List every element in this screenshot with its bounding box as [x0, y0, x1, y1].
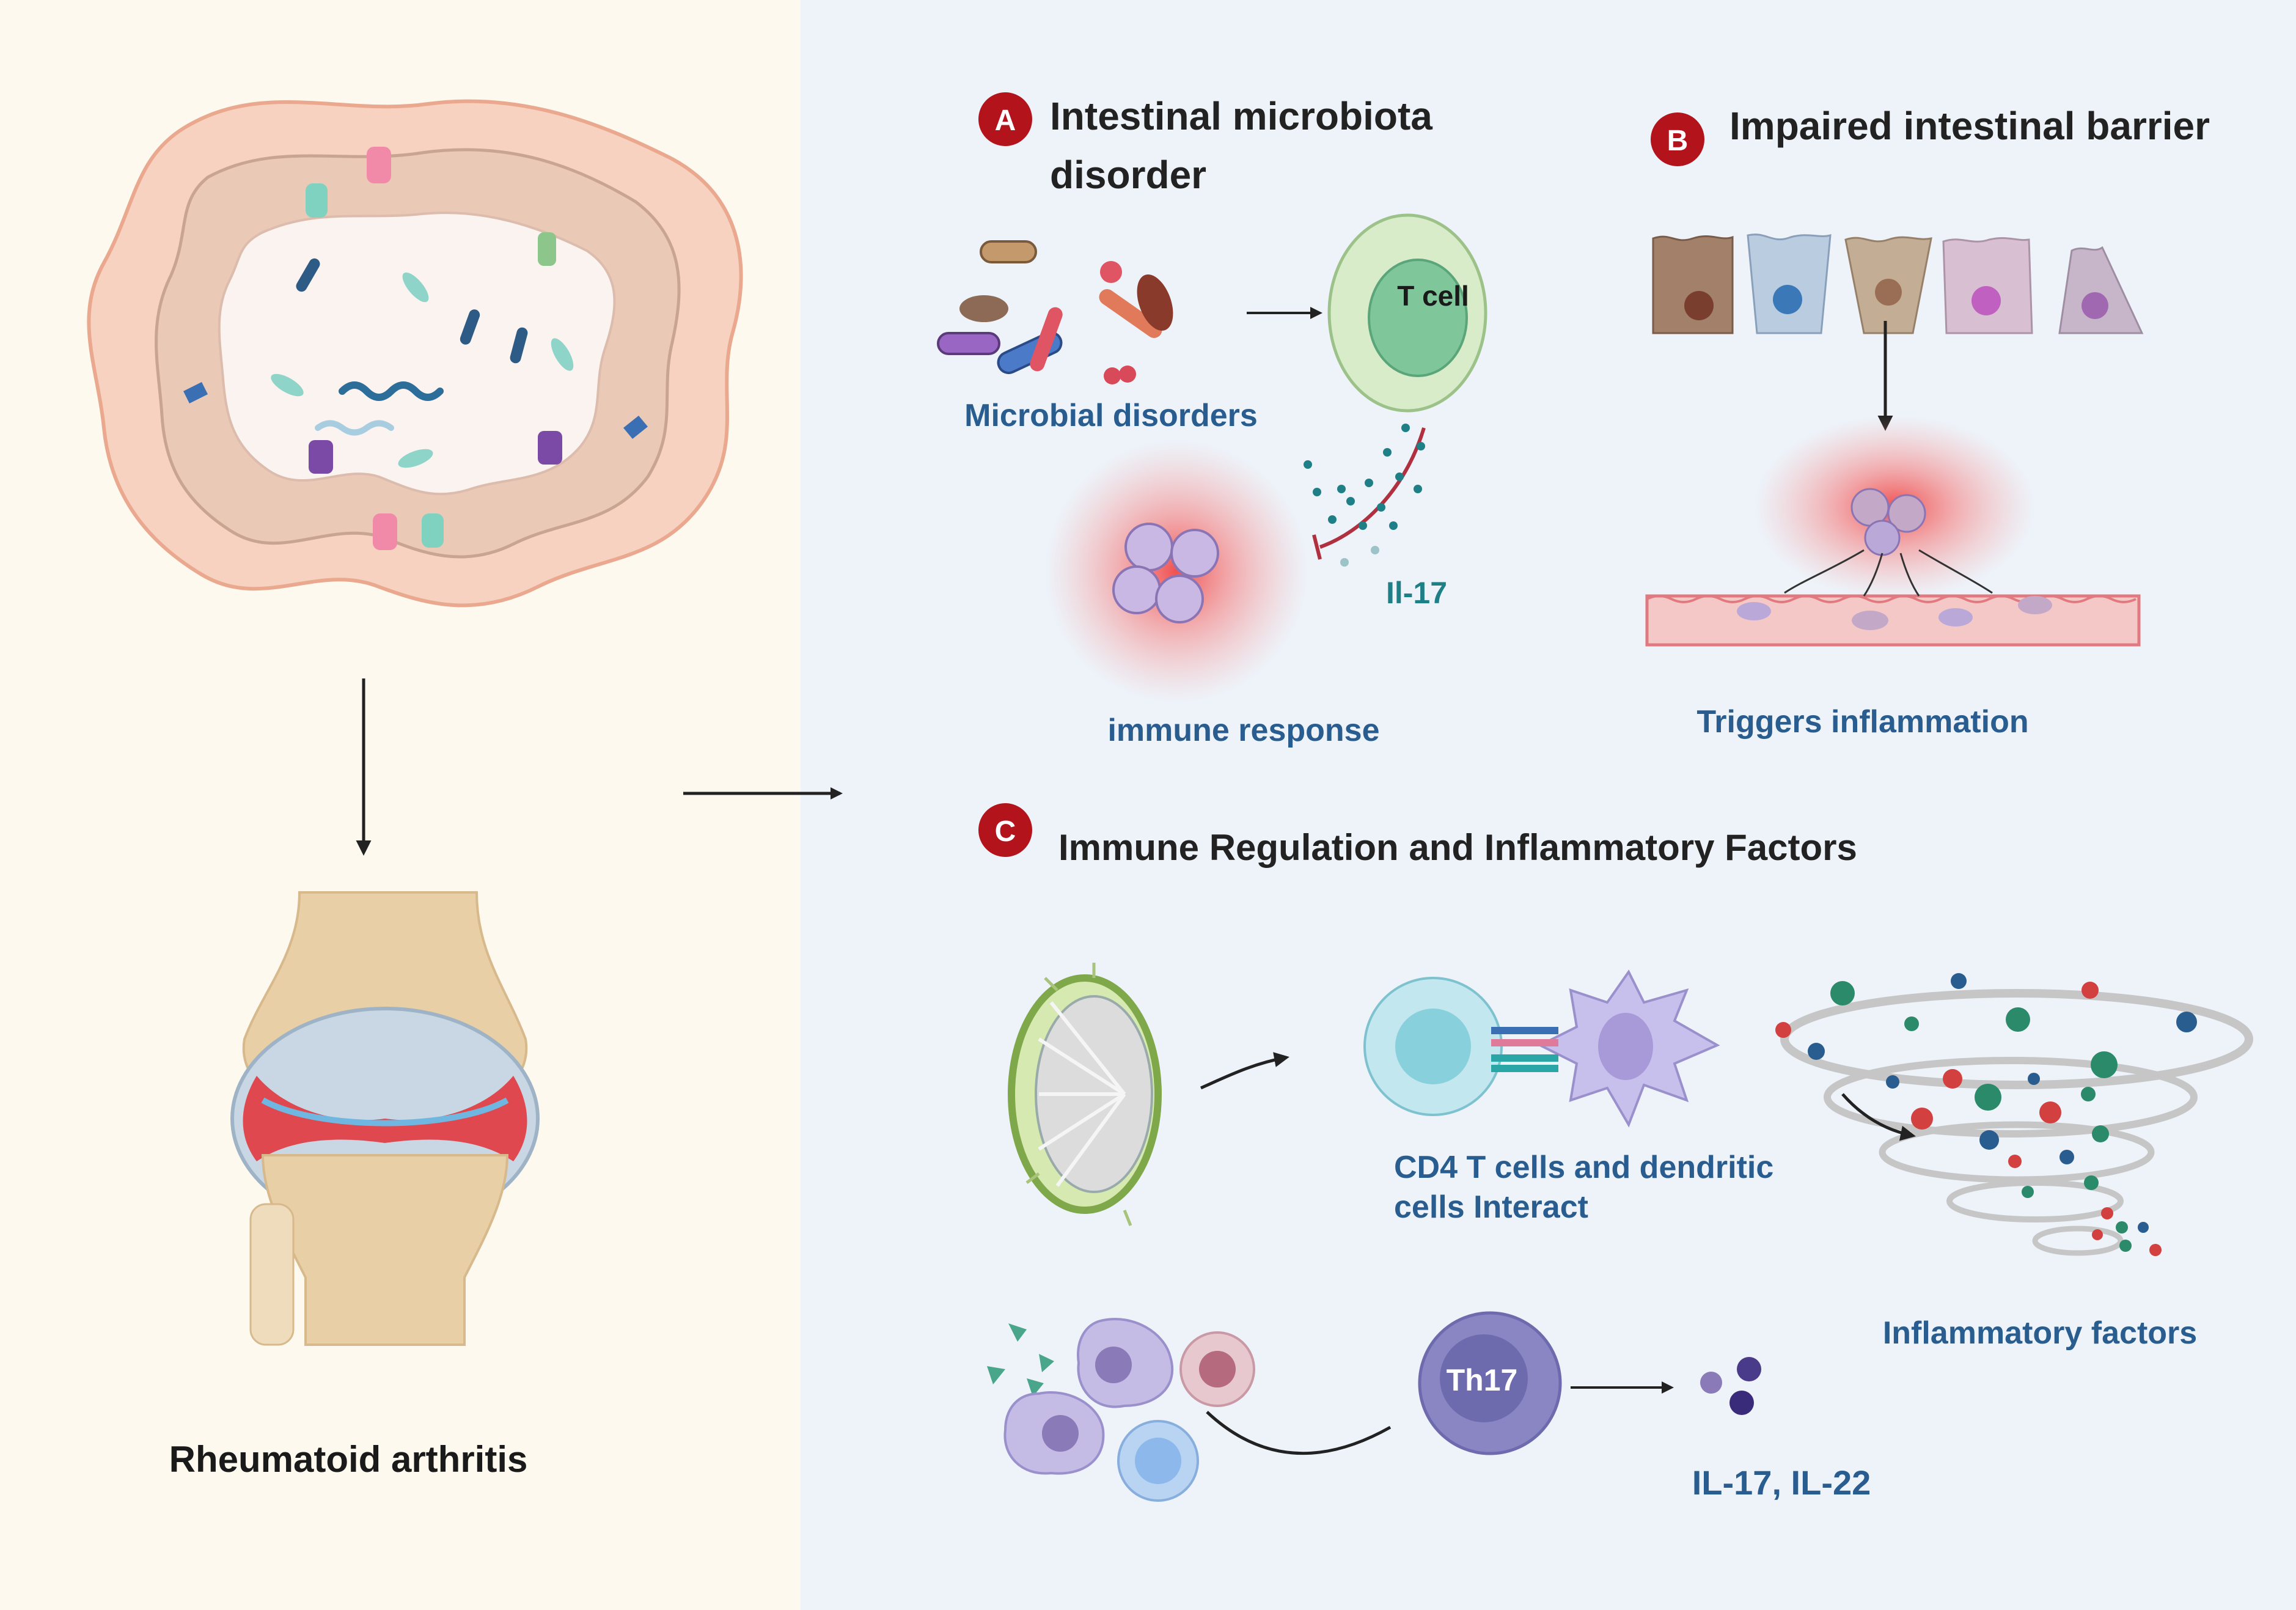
section-a-title-line2: disorder	[1050, 153, 1206, 197]
section-a-title-line1: Intestinal microbiota	[1050, 94, 1432, 138]
il17-il22-label: IL-17, IL-22	[1692, 1463, 1871, 1502]
immune-response-glow	[1045, 440, 1308, 703]
triggers-inflammation-label: Triggers inflammation	[1696, 704, 2028, 740]
immune-response-label: immune response	[1107, 713, 1379, 748]
badge-b-letter: B	[1667, 125, 1689, 157]
cytokine-particles	[1700, 1357, 1761, 1415]
section-b-title: Impaired intestinal barrier	[1729, 104, 2210, 148]
microbial-disorders-label: Microbial disorders	[964, 398, 1258, 433]
knee-joint-illustration	[230, 891, 540, 1346]
th17-cell-illustration	[1418, 1311, 1562, 1455]
badge-c	[978, 803, 1032, 857]
microbes-cluster-illustration	[937, 240, 1173, 384]
badge-a-letter: A	[995, 105, 1016, 137]
cd4-dendritic-interaction-illustration	[1363, 969, 1720, 1128]
interaction-label-line1: CD4 T cells and dendritic	[1394, 1150, 1773, 1185]
epithelial-cells-row	[1652, 233, 2144, 334]
badge-a	[978, 92, 1032, 146]
rheumatoid-arthritis-label: Rheumatoid arthritis	[169, 1439, 528, 1480]
lymph-node-illustration	[1008, 963, 1162, 1226]
th17-label: Th17	[1447, 1363, 1518, 1397]
il17-label: Il-17	[1386, 576, 1447, 610]
cells-to-th17-connector	[1206, 1411, 1392, 1455]
badge-b	[1651, 112, 1704, 166]
lymph-to-interaction-arrow	[1200, 1052, 1289, 1090]
inflammatory-factors-vortex-illustration	[1775, 973, 2253, 1256]
t-cell-illustration	[1327, 213, 1487, 413]
inflammatory-factors-label: Inflammatory factors	[1883, 1315, 2197, 1351]
badge-c-letter: C	[995, 815, 1016, 848]
intestine-cross-section	[87, 99, 743, 608]
section-c-title: Immune Regulation and Inflammatory Facto…	[1058, 827, 1857, 868]
inflammation-vessel-illustration	[1645, 416, 2141, 647]
vortex-flow-arrow	[1841, 1093, 1916, 1141]
immune-cells-cluster-illustration	[987, 1318, 1255, 1502]
il17-secretion-illustration	[1304, 424, 1426, 567]
t-cell-label: T cell	[1397, 280, 1469, 312]
interaction-label-line2: cells Interact	[1394, 1189, 1588, 1225]
